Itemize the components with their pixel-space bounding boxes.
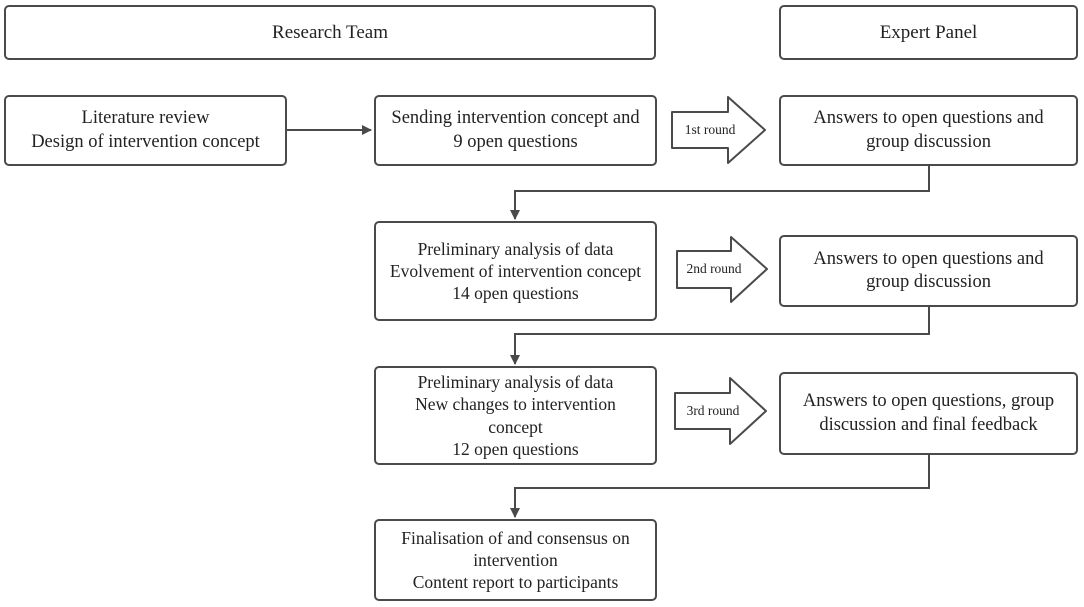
box-text-line: 9 open questions bbox=[453, 131, 578, 152]
box-text-line: group discussion bbox=[866, 272, 991, 292]
expert-answers-round2-box: Answers to open questions and group disc… bbox=[779, 235, 1078, 307]
box-text-line: New changes to intervention bbox=[415, 394, 616, 415]
expert-answers-round1-box: Answers to open questions and group disc… bbox=[779, 95, 1078, 166]
lane-header-research-team: Research Team bbox=[4, 5, 656, 60]
box-text-line: Evolvement of intervention concept bbox=[389, 260, 642, 281]
finalisation-box: Finalisation of and consensus on interve… bbox=[374, 519, 657, 601]
box-text-line: Sending intervention concept and bbox=[391, 108, 640, 129]
expert-answers-round3-box: Answers to open questions, group discuss… bbox=[779, 372, 1078, 455]
box-text-line: Content report to participants bbox=[412, 572, 619, 593]
round-arrow-2 bbox=[676, 236, 768, 303]
box-text-line: Preliminary analysis of data bbox=[417, 238, 614, 259]
box-text-line: Answers to open questions and bbox=[813, 248, 1044, 269]
round2-analysis-box: Preliminary analysis of data Evolvement … bbox=[374, 221, 657, 321]
box-text-line: group discussion bbox=[866, 131, 991, 152]
lane-header-expert-panel-label: Expert Panel bbox=[879, 21, 978, 43]
box-text-line: Answers to open questions and bbox=[813, 108, 1044, 129]
box-text-line: 12 open questions bbox=[452, 438, 579, 459]
sending-intervention-box: Sending intervention concept and 9 open … bbox=[374, 95, 657, 166]
round-label-2: 2nd round bbox=[686, 261, 742, 276]
lane-header-research-team-label: Research Team bbox=[272, 21, 388, 43]
round3-analysis-box: Preliminary analysis of data New changes… bbox=[374, 366, 657, 465]
round-arrow-1 bbox=[671, 96, 766, 164]
box-text-line: Literature review bbox=[81, 108, 210, 129]
connector-answers1-to-round2 bbox=[510, 166, 930, 220]
box-text-line: Finalisation of and consensus on bbox=[401, 527, 630, 548]
box-text-line: Design of intervention concept bbox=[31, 131, 260, 152]
lane-header-expert-panel: Expert Panel bbox=[779, 5, 1078, 60]
round-arrow-3 bbox=[674, 377, 767, 445]
box-text-line: Preliminary analysis of data bbox=[417, 372, 614, 393]
box-text-line: intervention bbox=[473, 549, 558, 570]
literature-review-box: Literature review Design of intervention… bbox=[4, 95, 287, 166]
box-text-line: discussion and final feedback bbox=[819, 414, 1038, 435]
connector-answers2-to-round3 bbox=[510, 307, 930, 365]
box-text-line: Answers to open questions, group bbox=[802, 391, 1055, 412]
connector-answers3-to-final bbox=[510, 455, 930, 518]
box-text-line: 14 open questions bbox=[452, 283, 579, 304]
round-label-3: 3rd round bbox=[686, 403, 740, 418]
box-text-line: concept bbox=[488, 416, 543, 437]
round-label-1: 1st round bbox=[684, 122, 736, 137]
